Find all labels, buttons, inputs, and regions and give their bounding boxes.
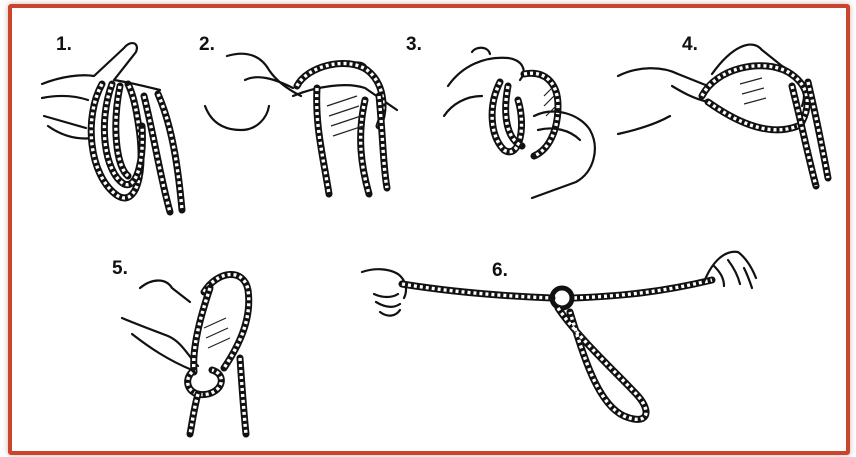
step-5-illustration bbox=[112, 248, 282, 443]
step-3-illustration bbox=[404, 26, 609, 216]
step-6-illustration bbox=[352, 238, 772, 438]
step-2-illustration bbox=[197, 26, 407, 216]
step-4-illustration bbox=[612, 26, 842, 216]
step-2-panel: 2. bbox=[197, 26, 407, 216]
step-1-illustration bbox=[32, 26, 202, 216]
step-5-panel: 5. bbox=[112, 248, 282, 443]
illustration-frame: 1. 2. bbox=[8, 4, 850, 455]
step-6-panel: 6. bbox=[352, 238, 772, 438]
step-3-panel: 3. bbox=[404, 26, 609, 216]
step-4-panel: 4. bbox=[612, 26, 842, 216]
step-1-panel: 1. bbox=[32, 26, 202, 216]
